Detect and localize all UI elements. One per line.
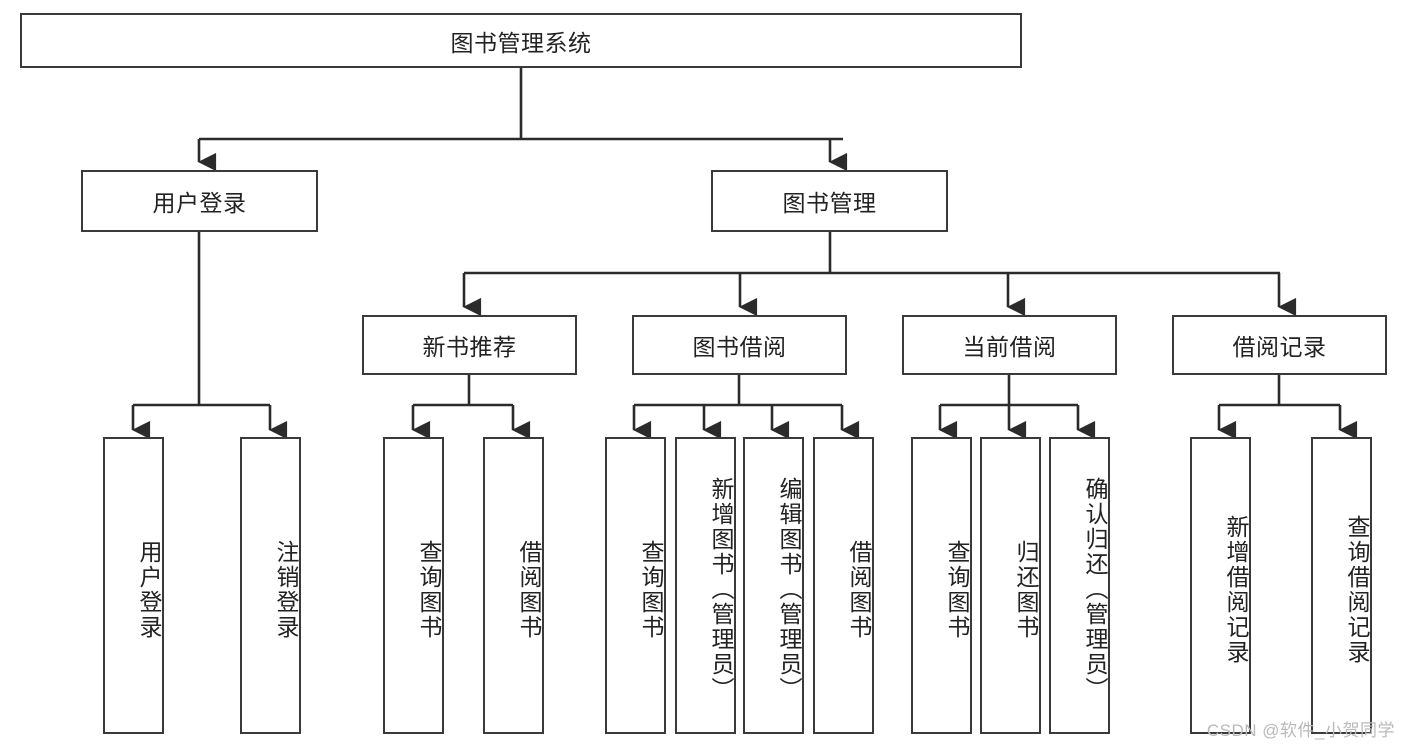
- node-label: 图书管理: [782, 190, 877, 216]
- node-book-management[interactable]: 图书管理: [711, 170, 948, 232]
- node-label: 查询图书: [944, 539, 970, 640]
- node-label: 借阅图书: [516, 539, 542, 640]
- leaf-borrow-book-2[interactable]: 借阅图书: [813, 437, 874, 734]
- node-current-borrow[interactable]: 当前借阅: [902, 315, 1117, 375]
- node-label: 用户登录: [152, 190, 247, 216]
- leaf-query-book-3[interactable]: 查询图书: [911, 437, 972, 734]
- node-label: 图书借阅: [692, 334, 787, 360]
- node-label: 新书推荐: [422, 334, 517, 360]
- node-label: 用户登录: [136, 539, 162, 640]
- node-label: 归还图书: [1013, 539, 1039, 640]
- node-label: 当前借阅: [962, 334, 1057, 360]
- node-label: 借阅图书: [846, 539, 872, 640]
- node-label: 新增借阅记录: [1223, 514, 1249, 665]
- leaf-edit-book[interactable]: 编辑图书（管理员）: [743, 437, 804, 734]
- node-label: 新增图书（管理员）: [708, 477, 734, 702]
- node-label: 借阅记录: [1232, 334, 1327, 360]
- csdn-watermark: CSDN @软件_小贺同学: [1206, 721, 1395, 740]
- node-label: 查询图书: [638, 539, 664, 640]
- node-label: 编辑图书（管理员）: [776, 477, 802, 702]
- leaf-add-record[interactable]: 新增借阅记录: [1190, 437, 1251, 734]
- node-new-book-recommend[interactable]: 新书推荐: [362, 315, 577, 375]
- node-label: 图书管理系统: [450, 29, 592, 56]
- leaf-user-login[interactable]: 用户登录: [103, 437, 164, 734]
- leaf-query-book-1[interactable]: 查询图书: [383, 437, 444, 734]
- node-borrow-record[interactable]: 借阅记录: [1172, 315, 1387, 375]
- leaf-confirm-return[interactable]: 确认归还（管理员）: [1049, 437, 1110, 734]
- node-label: 注销登录: [273, 539, 299, 640]
- node-label: 查询图书: [416, 539, 442, 640]
- node-root-system[interactable]: 图书管理系统: [20, 13, 1022, 68]
- node-user-login[interactable]: 用户登录: [81, 170, 318, 232]
- leaf-add-book[interactable]: 新增图书（管理员）: [675, 437, 736, 734]
- node-label: 确认归还（管理员）: [1082, 477, 1108, 702]
- leaf-query-book-2[interactable]: 查询图书: [605, 437, 666, 734]
- leaf-borrow-book-1[interactable]: 借阅图书: [483, 437, 544, 734]
- leaf-logout-login[interactable]: 注销登录: [240, 437, 301, 734]
- leaf-return-book[interactable]: 归还图书: [980, 437, 1041, 734]
- node-book-borrow[interactable]: 图书借阅: [632, 315, 847, 375]
- leaf-query-record[interactable]: 查询借阅记录: [1311, 437, 1372, 734]
- node-label: 查询借阅记录: [1344, 514, 1370, 665]
